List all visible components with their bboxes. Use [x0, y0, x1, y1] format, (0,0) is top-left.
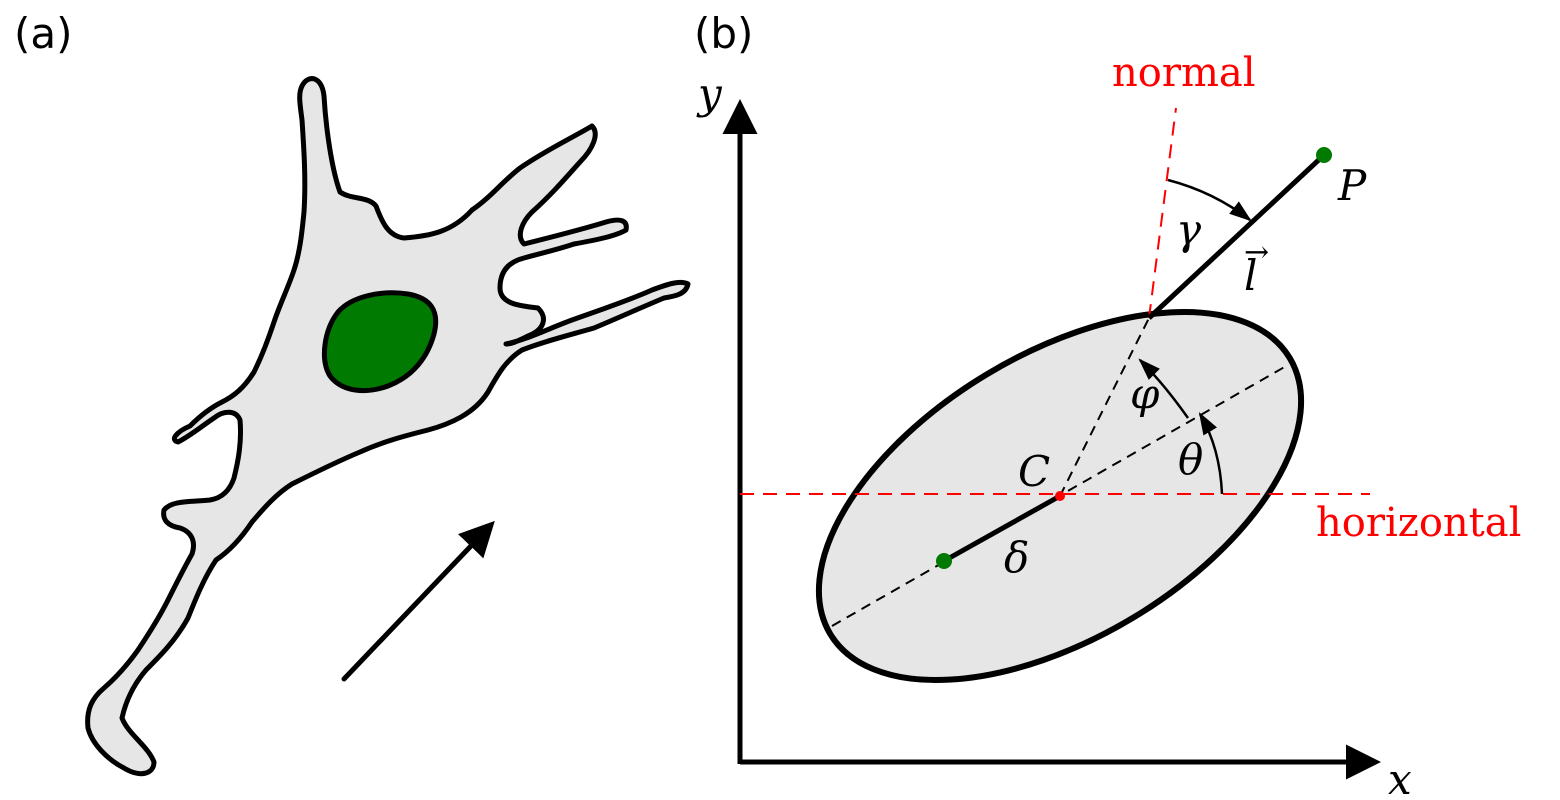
phi-label: φ: [1130, 369, 1160, 418]
y-axis-label: y: [696, 69, 723, 118]
gamma-arc: [1167, 178, 1252, 222]
panel-a-label: (a): [14, 9, 73, 58]
theta-label: θ: [1178, 435, 1203, 484]
phi-arc: [1138, 358, 1190, 419]
x-axis-label: x: [1388, 755, 1412, 800]
vector-l-label: l: [1244, 251, 1257, 300]
delta-label: δ: [1004, 533, 1029, 582]
point-P: [1316, 147, 1332, 163]
nucleus-point: [936, 553, 952, 569]
normal-label: normal: [1112, 50, 1256, 96]
normal-reference-line: [1148, 107, 1177, 319]
vector-l: [1147, 153, 1326, 320]
vector-l-arrow-glyph: →: [1244, 235, 1269, 270]
gamma-label: γ: [1176, 205, 1202, 254]
cell-body: [85, 76, 691, 777]
delta-segment: [942, 493, 1062, 564]
panel-a: (a): [14, 9, 691, 777]
point-P-label: P: [1337, 161, 1367, 210]
horizontal-label: horizontal: [1316, 500, 1521, 546]
center-C-label: C: [1018, 447, 1050, 496]
panel-b-label: (b): [694, 9, 753, 58]
panel-b: (b) y x normal horizontal P γ l →: [694, 9, 1521, 800]
nucleus: [322, 290, 439, 394]
center-point-C: [1055, 491, 1065, 501]
theta-arc: [1198, 412, 1224, 495]
migration-direction-arrow: [341, 520, 495, 682]
